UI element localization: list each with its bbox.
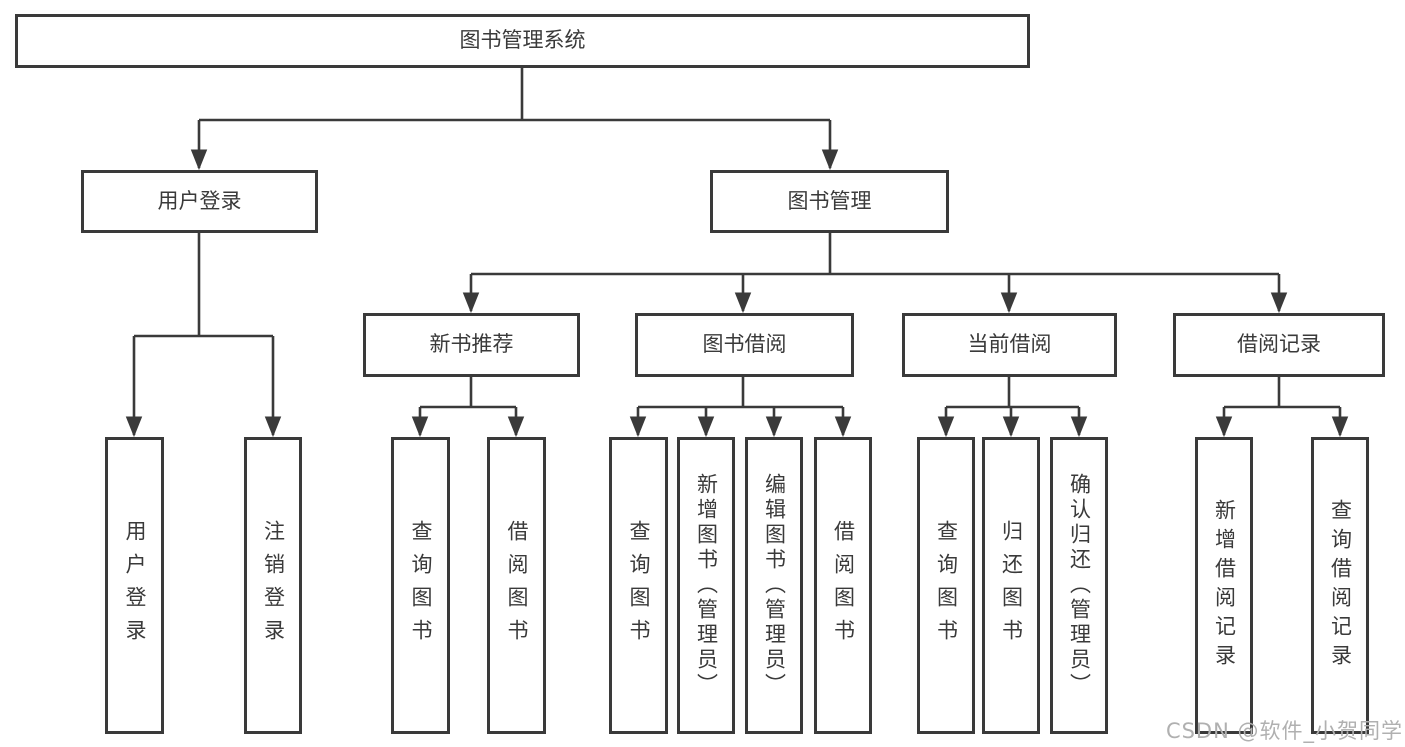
node-library-system-label: 图书管理系统 xyxy=(459,28,586,53)
node-current-borrowing: 当前借阅 xyxy=(902,313,1117,377)
leaf-add-book-admin-label: 新增图书（管理员） xyxy=(694,473,719,698)
leaf-add-book-admin: 新增图书（管理员） xyxy=(677,437,735,734)
node-current-borrowing-label: 当前借阅 xyxy=(967,332,1052,357)
leaf-return-books-label: 归还图书 xyxy=(999,519,1024,652)
node-new-book-recommendation-label: 新书推荐 xyxy=(429,332,514,357)
leaf-return-books: 归还图书 xyxy=(982,437,1040,734)
node-book-borrowing: 图书借阅 xyxy=(635,313,854,377)
leaf-query-borrow-record-label: 查询借阅记录 xyxy=(1328,498,1353,673)
node-book-borrowing-label: 图书借阅 xyxy=(702,332,787,357)
node-book-management-label: 图书管理 xyxy=(787,188,872,213)
leaf-confirm-return-admin-label: 确认归还（管理员） xyxy=(1067,473,1092,698)
leaf-query-borrow-record: 查询借阅记录 xyxy=(1311,437,1369,734)
leaf-user-login-label: 用户登录 xyxy=(123,519,147,652)
leaf-query-books-current-label: 查询图书 xyxy=(934,519,959,652)
node-user-login: 用户登录 xyxy=(81,170,318,233)
leaf-edit-book-admin-label: 编辑图书（管理员） xyxy=(762,473,787,698)
node-user-login-label: 用户登录 xyxy=(157,188,242,213)
node-borrowing-record: 借阅记录 xyxy=(1173,313,1385,377)
leaf-query-books-borrow-label: 查询图书 xyxy=(627,519,651,652)
leaf-borrow-books: 借阅图书 xyxy=(814,437,872,734)
leaf-edit-book-admin: 编辑图书（管理员） xyxy=(745,437,803,734)
leaf-query-books-borrow: 查询图书 xyxy=(609,437,668,734)
leaf-add-borrow-record: 新增借阅记录 xyxy=(1195,437,1253,734)
leaf-user-login: 用户登录 xyxy=(105,437,164,734)
leaf-borrow-books-rec-label: 借阅图书 xyxy=(505,519,529,652)
node-book-management: 图书管理 xyxy=(710,170,949,233)
leaf-query-books-current: 查询图书 xyxy=(917,437,975,734)
node-borrowing-record-label: 借阅记录 xyxy=(1237,332,1321,357)
csdn-watermark: CSDN @软件_小贺同学 xyxy=(1165,719,1403,743)
leaf-query-books-rec: 查询图书 xyxy=(391,437,450,734)
leaf-borrow-books-label: 借阅图书 xyxy=(831,519,856,652)
leaf-add-borrow-record-label: 新增借阅记录 xyxy=(1212,498,1237,673)
connector-trunks xyxy=(134,68,1340,409)
leaf-query-books-rec-label: 查询图书 xyxy=(409,519,433,652)
leaf-confirm-return-admin: 确认归还（管理员） xyxy=(1050,437,1108,734)
node-new-book-recommendation: 新书推荐 xyxy=(363,313,580,377)
leaf-logout-label: 注销登录 xyxy=(261,519,286,652)
leaf-borrow-books-rec: 借阅图书 xyxy=(487,437,546,734)
node-library-system: 图书管理系统 xyxy=(15,14,1030,68)
leaf-logout: 注销登录 xyxy=(244,437,302,734)
